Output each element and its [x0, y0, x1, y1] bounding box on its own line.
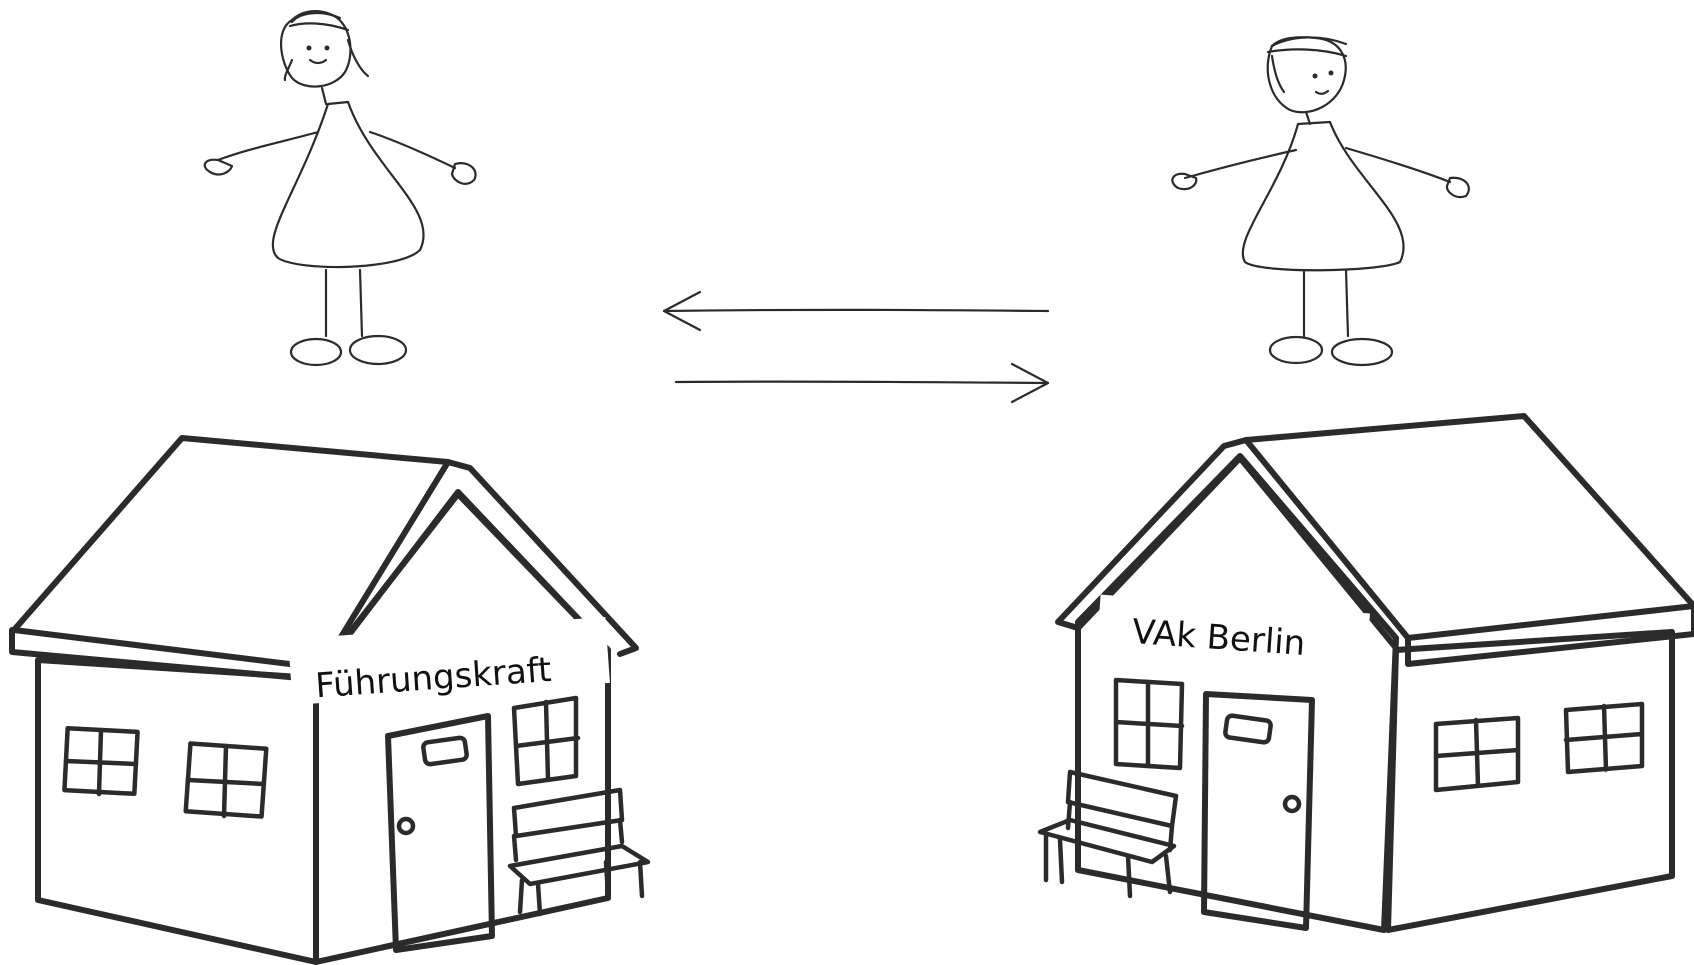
right-person-figure [1171, 36, 1470, 367]
right-house-sign-board [1096, 594, 1370, 680]
arrow-to-right [674, 362, 1050, 404]
left-house: Führungskraft [9, 435, 651, 965]
left-house-sign-board [288, 616, 610, 706]
arrow-to-left [662, 290, 1050, 332]
left-person-figure [203, 10, 477, 367]
right-house: VAk Berlin [1037, 413, 1694, 933]
